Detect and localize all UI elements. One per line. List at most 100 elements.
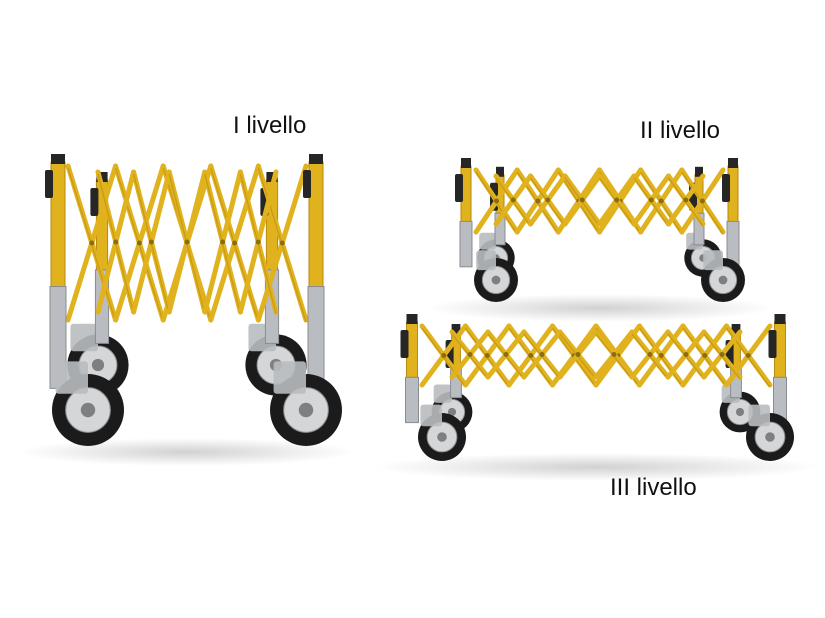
leg-cap (731, 324, 741, 334)
wheel (52, 361, 124, 446)
leg-silver (494, 212, 506, 246)
scissor-pivot (545, 197, 551, 203)
leg (455, 158, 473, 268)
scissor-pivot (579, 197, 585, 203)
leg (45, 154, 67, 389)
leg-handle (303, 170, 311, 198)
scissor-pivot (539, 352, 545, 357)
leg (400, 314, 419, 424)
scissor-pivot (611, 352, 617, 357)
leg-gold (308, 161, 324, 288)
wheel (474, 250, 518, 302)
caster-fork (479, 232, 496, 250)
axle (735, 407, 745, 417)
scissor-pivot (683, 352, 689, 357)
leg-handle (400, 330, 409, 358)
scissor-pivot (719, 352, 725, 357)
label-level-1: I livello (233, 112, 307, 139)
scissor-pivot (89, 240, 95, 246)
scissor-pivot (745, 353, 751, 358)
axle (80, 402, 96, 418)
leg-cap (406, 314, 418, 324)
leg-silver (459, 220, 473, 268)
leg-cap (461, 158, 471, 168)
axle (718, 275, 728, 285)
leg-cap (96, 172, 108, 182)
leg-silver (307, 286, 325, 389)
trolley-level-2 (426, 158, 773, 322)
axle (447, 407, 457, 417)
leg-handle (455, 174, 463, 202)
scissor-pivot (528, 353, 534, 358)
leg-cap (51, 154, 65, 164)
caster-fork (55, 361, 88, 394)
scissor-pivot (503, 352, 509, 357)
caster-fork (273, 361, 306, 394)
wheel (431, 384, 473, 433)
label-level-3: III livello (610, 474, 697, 501)
leg-cap (496, 166, 504, 177)
leg-handle (722, 174, 730, 202)
axle (298, 402, 314, 418)
scissor-pivot (220, 239, 226, 245)
scissor-pivot (484, 353, 490, 358)
leg-cap (309, 154, 323, 164)
leg (722, 158, 740, 268)
scissor-pivot (575, 352, 581, 357)
axle (91, 358, 105, 372)
scissor-pivot (494, 198, 500, 204)
leg-cap (728, 158, 738, 168)
scissor-pivot (467, 352, 473, 357)
scissor-pivot (148, 239, 154, 245)
leg (303, 154, 325, 389)
axle (491, 275, 501, 285)
wheel (418, 404, 466, 461)
leg-silver (405, 376, 419, 424)
scissor-pivot (647, 352, 653, 357)
caster-fork (420, 404, 442, 427)
scissor-pivot (699, 198, 705, 204)
scissor-pivot (683, 197, 689, 203)
caster-fork (476, 250, 496, 271)
leg-handle (90, 188, 99, 216)
wheel (701, 250, 745, 302)
leg-cap (695, 166, 703, 177)
leg (768, 314, 787, 424)
leg-handle (45, 170, 53, 198)
wheel (746, 404, 794, 461)
scissor-pivot (510, 197, 516, 203)
axle (437, 432, 447, 442)
scissor-pivot (648, 197, 654, 203)
scissor-pivot (702, 353, 708, 358)
scissor-pivot (614, 197, 620, 203)
scissor-pivot (279, 240, 285, 246)
scissor-pivot (255, 239, 261, 245)
scissor-frame (493, 173, 706, 227)
ground-shadow (372, 453, 820, 481)
scissor-pivot (441, 353, 447, 358)
scissor-pivot (232, 240, 238, 246)
ground-shadow (18, 438, 356, 466)
trolley-level-3 (372, 314, 820, 481)
leg-cap (774, 314, 786, 324)
leg-cap (451, 324, 461, 334)
scissor-pivot (658, 353, 664, 358)
trolley-level-1 (18, 154, 356, 466)
scissor-pivot (658, 198, 664, 204)
leg-gold (50, 161, 66, 288)
leg-handle (768, 330, 777, 358)
scissor-frame (449, 329, 743, 380)
caster-fork (703, 250, 723, 271)
leg-silver (693, 212, 705, 246)
leg-cap (266, 172, 278, 182)
scissor-pivot (136, 240, 142, 246)
scissor-pivot (184, 239, 190, 245)
axle (765, 432, 775, 442)
wheel (270, 361, 342, 446)
caster-fork (748, 404, 770, 427)
scissor-pivot (113, 239, 119, 245)
scissor-pivot (535, 198, 541, 204)
label-level-2: II livello (640, 117, 721, 144)
caster-fork (433, 384, 452, 403)
